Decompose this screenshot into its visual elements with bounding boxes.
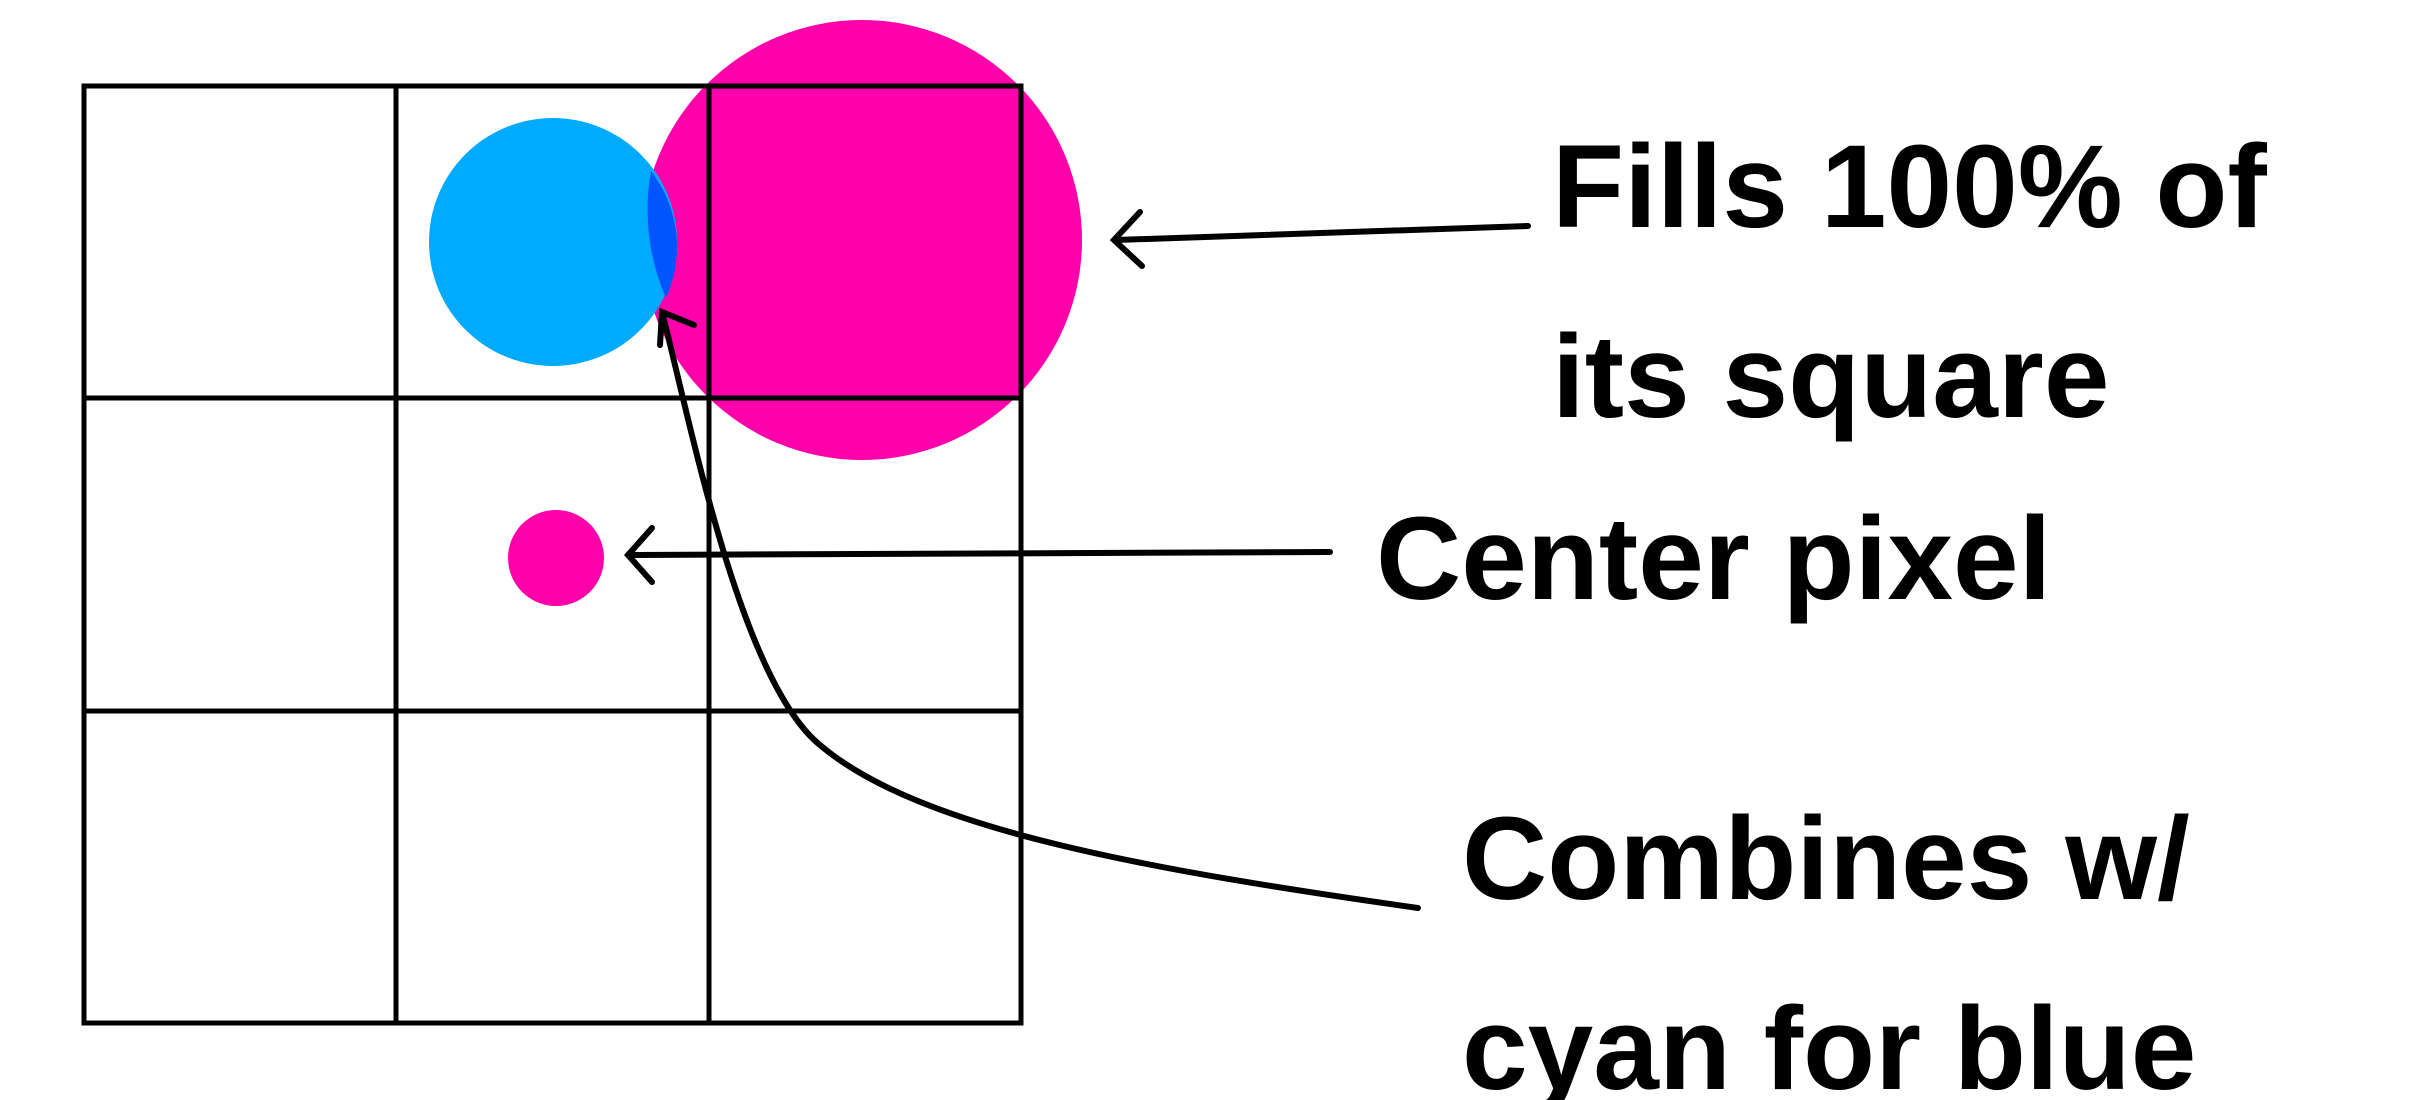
label-fills-line-2: its square	[1552, 311, 2110, 443]
label-fills-square: Fills 100% of its square	[1552, 92, 2267, 472]
arrow-center-head	[623, 525, 655, 585]
overlap-blue-region	[647, 171, 677, 298]
arrow-combines	[657, 307, 1421, 911]
arrow-combines-head	[657, 307, 697, 348]
label-fills-line-1: Fills 100% of	[1552, 121, 2267, 253]
arrow-combines-line	[659, 309, 1421, 911]
arrow-fills	[1109, 209, 1531, 269]
label-combines-line-1: Combines w/	[1462, 793, 2190, 925]
label-center-pixel: Center pixel	[1376, 493, 2052, 625]
arrow-center-line	[627, 549, 1333, 558]
center-pixel-dot	[508, 510, 604, 606]
cyan-circle	[429, 118, 677, 366]
label-combines-line-2: cyan for blue	[1462, 983, 2197, 1100]
arrow-center	[623, 525, 1333, 585]
large-magenta-circle	[642, 20, 1082, 460]
label-combines-cyan: Combines w/ cyan for blue	[1462, 764, 2196, 1100]
arrow-fills-head	[1109, 209, 1145, 269]
arrow-fills-line	[1113, 223, 1531, 243]
